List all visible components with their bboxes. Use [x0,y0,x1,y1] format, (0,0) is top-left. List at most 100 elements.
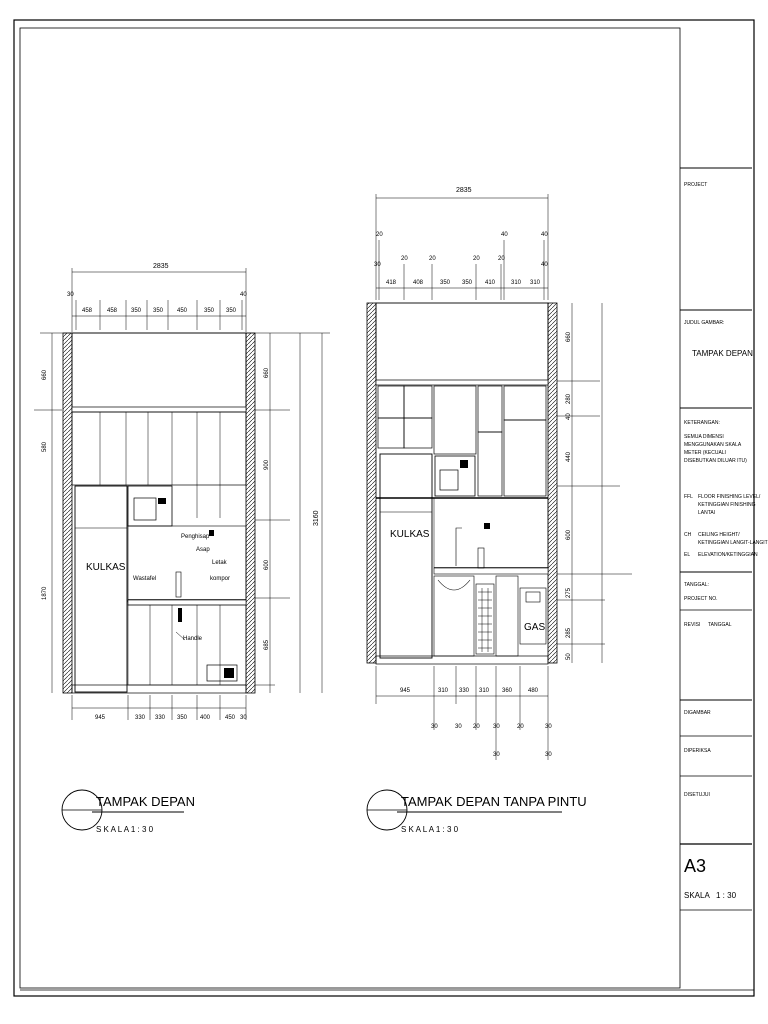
dim-bottom: 310 [479,688,490,694]
dim-bottom-small: 30 [493,724,500,730]
dim-bottom: 330 [155,715,166,721]
hood-label: Penghisap [181,534,210,540]
dim-bottom-small: 30 [431,724,438,730]
dim-top: 30 [67,292,74,298]
drawn-label: DIGAMBAR [684,710,711,716]
dim-top: 350 [204,308,215,314]
fridge-label: KULKAS [390,529,430,540]
dim-top: 30 [374,262,381,268]
note-line: SEMUA DIMENSI [684,434,724,440]
dim-right: 660 [264,367,270,378]
ch-line: CEILING HEIGHT/ [698,532,740,538]
ffl-code: FFL [684,494,693,500]
dim-bottom: 400 [200,715,211,721]
drawing-title: TAMPAK DEPAN [692,349,753,358]
drawing-frame [19,27,681,989]
right-view-scale: S K A L A 1 : 3 0 [401,825,459,834]
revision-label: REVISI [684,622,700,628]
scale-value: 1 : 30 [716,891,737,900]
right-wall [245,332,256,694]
stove-label-2: kompor [210,576,230,582]
dim-right: 285 [566,627,572,638]
notes-label: KETERANGAN: [684,420,720,426]
ch-code: CH [684,532,692,538]
right-elevation: 2835 20 20 20 20 20 40 40 30 418 408 350… [366,187,632,834]
dim-top: 310 [530,280,541,286]
ch-line: KETINGGIAN LANGIT-LANGIT [698,540,768,546]
dim-top-small: 40 [501,232,508,238]
left-elevation: 2835 30 458 458 350 350 450 350 350 40 [34,263,330,834]
dim-total-height: 3160 [313,510,320,526]
dim-top: 450 [177,308,188,314]
dim-bottom: 480 [528,688,539,694]
dim-bottom: 945 [95,715,106,721]
dim-top-small: 20 [401,256,408,262]
paper-size: A3 [684,856,706,876]
dim-top-small: 40 [541,232,548,238]
dim-bottom-small: 30 [545,724,552,730]
dim-bottom-small: 30 [493,752,500,758]
note-line: DISEBUTKAN DILUAR ITU) [684,458,747,464]
dim-bottom: 945 [400,688,411,694]
dim-bottom: 310 [438,688,449,694]
title-block: PROJECT JUDUL GAMBAR: TAMPAK DEPAN KETER… [680,167,768,911]
revision-date-label: TANGGAL [708,622,732,628]
dim-top: 410 [485,280,496,286]
left-view-title: TAMPAK DEPAN [96,794,195,809]
dim-top-small: 20 [376,232,383,238]
right-view-title: TAMPAK DEPAN TANPA PINTU [401,794,587,809]
dim-bottom: 330 [135,715,146,721]
note-line: MENGGUNAKAN SKALA [684,442,742,448]
el-code: EL [684,552,690,558]
handle-label: Handle [183,636,203,642]
dim-right: 50 [566,653,572,660]
approved-label: DISETUJUI [684,792,710,798]
dim-top-small: 20 [473,256,480,262]
ffl-line: LANTAI [698,510,715,516]
dim-right: 440 [566,451,572,462]
left-wall [62,332,73,694]
dim-left: 1870 [42,586,48,600]
dim-bottom: 360 [502,688,513,694]
date-label: TANGGAL: [684,582,709,588]
dim-left: 660 [42,369,48,380]
outer-border [13,19,755,997]
dim-bottom-small: 30 [455,724,462,730]
dim-top: 458 [107,308,118,314]
fridge-label: KULKAS [86,562,126,573]
dim-right: 280 [566,393,572,404]
drawing-title-label: JUDUL GAMBAR: [684,320,724,326]
left-view-scale: S K A L A 1 : 3 0 [96,825,154,834]
dim-top: 350 [153,308,164,314]
overall-width: 2835 [153,263,169,270]
dim-right: 600 [566,529,572,540]
dim-top: 458 [82,308,93,314]
hood-label-2: Asap [196,547,210,553]
dim-bottom-small: 30 [545,752,552,758]
dim-right: 900 [264,459,270,470]
fridge [74,485,128,693]
checked-label: DIPERIKSA [684,748,711,754]
stove-label: Letak [212,560,228,566]
dim-top: 40 [240,292,247,298]
scale-label: SKALA [684,891,710,900]
dim-bottom: 330 [459,688,470,694]
sink-label: Wastafel [133,576,156,582]
dim-bottom: 30 [240,715,247,721]
dim-top-small: 20 [498,256,505,262]
dim-right: 275 [566,587,572,598]
dim-left: 580 [42,441,48,452]
dim-top: 350 [440,280,451,286]
ffl-line: KETINGGIAN FINISHING [698,502,756,508]
dim-top: 418 [386,280,397,286]
dim-top: 310 [511,280,522,286]
el-line: ELEVATION/KETINGGIAN [698,552,758,558]
dim-top: 408 [413,280,424,286]
dim-top: 350 [462,280,473,286]
dim-top: 40 [541,262,548,268]
dim-top: 350 [226,308,237,314]
note-line: METER (KECUALI [684,450,726,456]
fridge [379,453,433,659]
dim-top: 350 [131,308,142,314]
left-wall [366,302,377,664]
